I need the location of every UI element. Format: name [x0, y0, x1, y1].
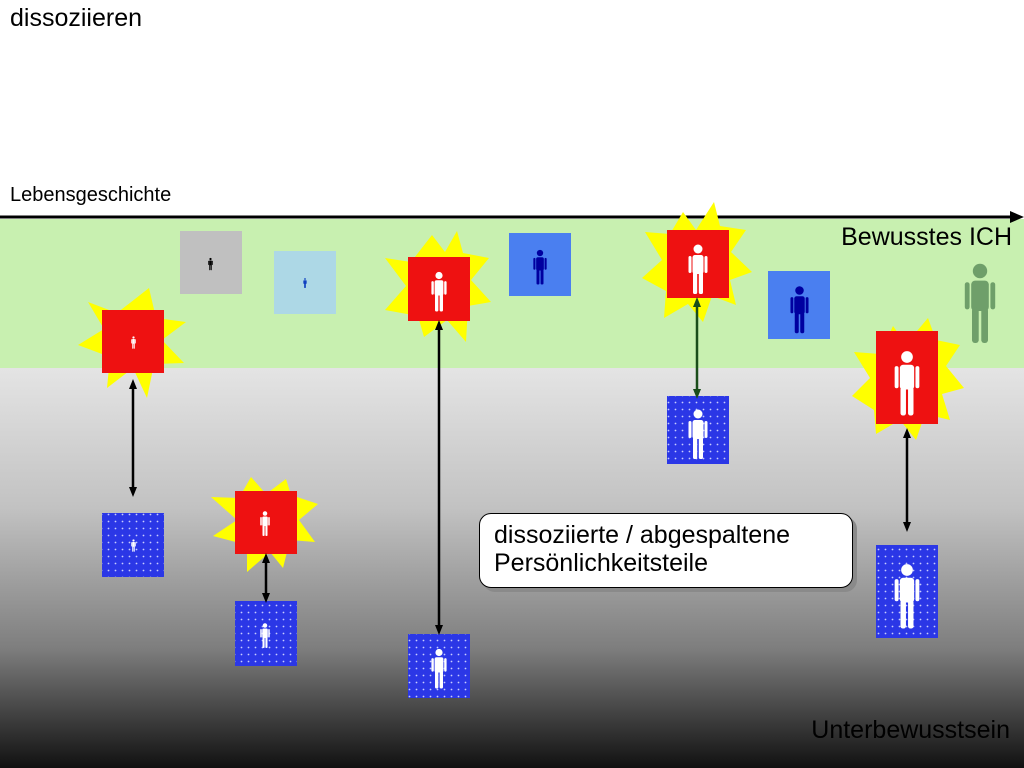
memory-box-blue-1: [509, 233, 571, 296]
callout-line-2: Persönlichkeitsteile: [494, 549, 708, 577]
dissociated-part-4: [667, 396, 729, 464]
trauma-event-4: [642, 202, 752, 322]
trauma-event-2: [211, 477, 318, 572]
page-title: dissoziieren: [10, 4, 143, 32]
memory-box-gray: [180, 231, 242, 294]
callout-box: dissoziierte / abgespaltene Persönlichke…: [479, 513, 853, 588]
memory-box-light-blue: [274, 251, 336, 314]
callout-line-1: dissoziierte / abgespaltene: [494, 521, 791, 549]
dissociated-part-2: [235, 601, 297, 666]
dissociated-part-1: [102, 513, 164, 577]
unconscious-label: Unterbewusstsein: [811, 716, 1010, 744]
trauma-event-5: [852, 318, 964, 440]
dissociated-part-5: [876, 545, 938, 638]
dissociated-part-3: [408, 634, 470, 698]
memory-box-blue-2: [768, 271, 830, 339]
trauma-event-3: [385, 231, 491, 342]
trauma-event-1: [78, 288, 186, 398]
conscious-self-label: Bewusstes ICH: [841, 223, 1012, 251]
timeline-label: Lebensgeschichte: [10, 184, 172, 206]
timeline-arrow-icon: [0, 211, 1024, 223]
